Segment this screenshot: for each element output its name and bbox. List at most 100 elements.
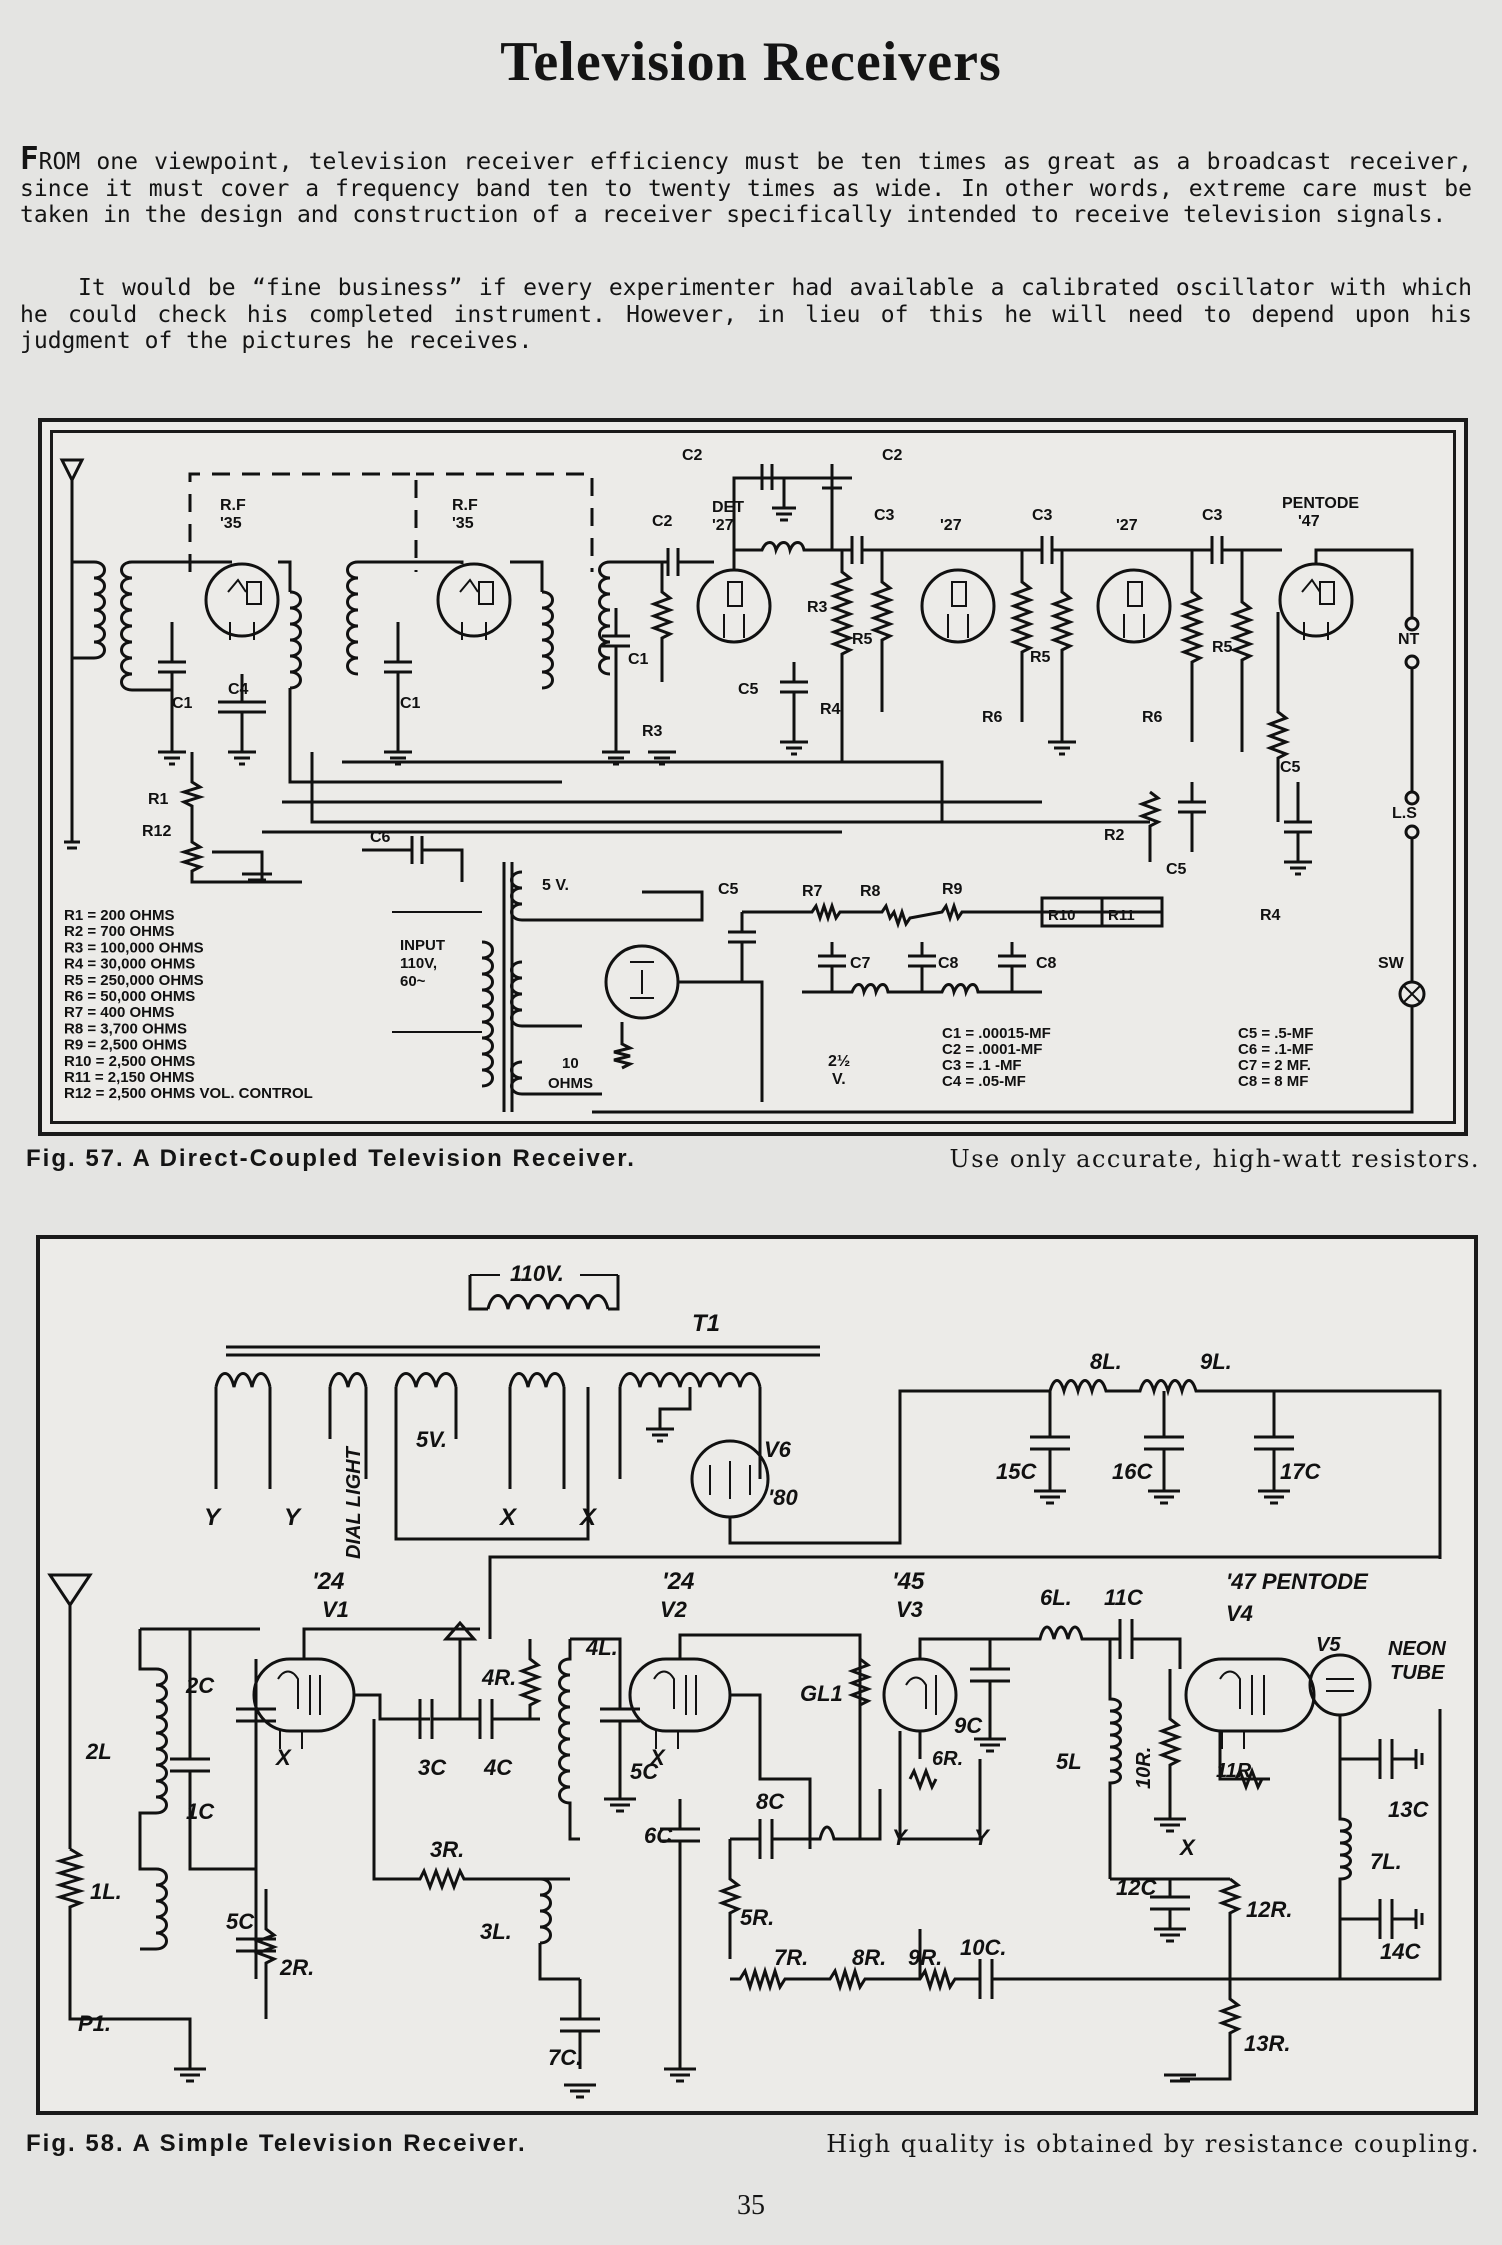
fig58-5v-label: 5V. — [416, 1427, 447, 1452]
fig57-tube3-type: DET — [712, 499, 744, 516]
fig57-tube6-num: '47 — [1298, 513, 1320, 530]
fig58-80-label: '80 — [768, 1485, 798, 1510]
fig58-v2-label: V2 — [660, 1597, 688, 1622]
fig57-c3c-label: C3 — [1202, 507, 1223, 524]
fig57-c6-label: C6 — [370, 829, 391, 846]
fig58-caption-lead: Fig. 58. A Simple Television Receiver. — [26, 2130, 527, 2157]
fig57-c2a-label: C2 — [652, 513, 673, 530]
legend-entry: C8 = 8 MF — [1238, 1073, 1308, 1090]
neon-tube-icon — [1308, 1653, 1372, 1717]
page-title: Television Receivers — [500, 31, 1002, 93]
fig57-tube6-type: PENTODE — [1282, 495, 1359, 512]
fig58-6l-label: 6L. — [1040, 1585, 1072, 1610]
tube-v2-icon — [628, 1657, 732, 1749]
fig58-8l-label: 8L. — [1090, 1349, 1122, 1374]
fig57-c4-label: C4 — [228, 681, 249, 698]
tube-v6-icon — [690, 1439, 770, 1519]
fig57-5v-label: 5 V. — [542, 877, 569, 894]
fig57-r6a-label: R6 — [982, 709, 1003, 726]
fig58-y1-label: Y — [204, 1504, 222, 1531]
fig58-7r-label: 7R. — [774, 1945, 808, 1970]
legend-entry: C6 = .1-MF — [1238, 1041, 1313, 1058]
fig58-x4-label: X — [648, 1745, 666, 1770]
fig58-4c-label: 4C — [483, 1755, 513, 1780]
fig58-9c-label: 9C — [954, 1713, 983, 1738]
fig57-r5b-label: R5 — [1030, 649, 1051, 666]
fig58-x5-label: X — [1178, 1835, 1196, 1860]
fig57-c7a-label: C7 — [850, 955, 871, 972]
fig58-24b-label: '24 — [662, 1568, 694, 1595]
fig58-x2-label: X — [578, 1504, 598, 1531]
fig58-5r-label: 5R. — [740, 1905, 774, 1930]
fig57-c5c-label: C5 — [1166, 861, 1187, 878]
drop-cap: F — [20, 141, 39, 177]
fig57-ls-label: L.S — [1392, 805, 1417, 822]
fig57-tube2-num: '35 — [452, 515, 474, 532]
fig57-v-label: V. — [832, 1071, 846, 1088]
fig57-r8-label: R8 — [860, 883, 881, 900]
fig58-13r-label: 13R. — [1244, 2031, 1290, 2056]
fig58-7c-label: 7C. — [548, 2045, 582, 2070]
fig58-45-label: '45 — [892, 1568, 925, 1595]
tube-detector-icon — [696, 568, 772, 644]
page-number: 35 — [737, 2190, 765, 2221]
legend-entry: R4 = 30,000 OHMS — [64, 956, 195, 973]
fig58-17c-label: 17C — [1280, 1459, 1321, 1484]
legend-entry: R1 = 200 OHMS — [64, 907, 174, 924]
fig57-c5b-label: C5 — [1280, 759, 1301, 776]
fig57-tube3-num: '27 — [712, 517, 734, 534]
fig57-nt-label: NT — [1398, 631, 1420, 648]
fig58-5l-label: 5L — [1056, 1749, 1082, 1774]
fig57-c3b-label: C3 — [1032, 507, 1053, 524]
fig58-tube-label: TUBE — [1390, 1662, 1445, 1684]
fig58-v1-label: V1 — [322, 1597, 349, 1622]
fig58-gl1-label: GL1 — [800, 1681, 843, 1706]
intro-paragraph-1: FROM one viewpoint, television receiver … — [20, 144, 1472, 229]
fig57-c1b-label: C1 — [400, 695, 421, 712]
fig57-tube1-type: R.F — [220, 497, 246, 514]
legend-entry: C4 = .05-MF — [942, 1073, 1026, 1090]
fig58-dial-light-label: DIAL LIGHT — [343, 1445, 365, 1559]
fig57-r10-label: R10 — [1048, 907, 1076, 924]
legend-entry: C5 = .5-MF — [1238, 1025, 1313, 1042]
legend-entry: R3 = 100,000 OHMS — [64, 939, 204, 956]
legend-entry: C1 = .00015-MF — [942, 1025, 1051, 1042]
fig58-13c-label: 13C — [1388, 1797, 1429, 1822]
fig57-c8a-label: C8 — [938, 955, 959, 972]
fig57-c1a-label: C1 — [172, 695, 193, 712]
legend-entry: R10 = 2,500 OHMS — [64, 1053, 195, 1070]
fig57-input-label-2: 110V, — [400, 955, 437, 972]
fig58-x1-label: X — [498, 1504, 518, 1531]
fig58-schematic: 110V. T1 Y Y DIAL LIGHT 5V. X X V6 '80 8… — [36, 1235, 1478, 2115]
fig58-v4-label: V4 — [1226, 1601, 1253, 1626]
legend-entry: R8 = 3,700 OHMS — [64, 1020, 187, 1037]
fig57-c1c-label: C1 — [628, 651, 649, 668]
fig58-caption: Fig. 58. A Simple Television Receiver. H… — [26, 2130, 1480, 2158]
fig57-r5a-label: R5 — [852, 631, 873, 648]
fig57-c8b-label: C8 — [1036, 955, 1057, 972]
intro-paragraph-2: It would be “fine business” if every exp… — [20, 275, 1472, 354]
fig58-1c-label: 1C — [186, 1799, 215, 1824]
fig58-y3-label: Y — [892, 1825, 909, 1850]
fig58-v5-label: V5 — [1316, 1634, 1341, 1656]
fig57-r3a-label: R3 — [642, 723, 663, 740]
fig58-24a-label: '24 — [312, 1568, 344, 1595]
fig57-caption-rest: Use only accurate, high-watt resistors. — [949, 1145, 1480, 1173]
fig57-r4b-label: R4 — [1260, 907, 1281, 924]
tube-pentode-icon — [1278, 562, 1354, 640]
legend-entry: R7 = 400 OHMS — [64, 1004, 174, 1021]
legend-entry: R2 = 700 OHMS — [64, 923, 174, 940]
fig57-r12-label: R12 — [142, 823, 171, 840]
fig58-7l-label: 7L. — [1370, 1849, 1402, 1874]
fig57-c5a-label: C5 — [738, 681, 759, 698]
legend-entry: R9 = 2,500 OHMS — [64, 1037, 187, 1054]
rectifier-tube-icon — [604, 944, 680, 1020]
fig58-8r-label: 8R. — [852, 1945, 886, 1970]
fig58-2r-label: 2R. — [279, 1955, 314, 1980]
tube-v3-icon — [882, 1657, 958, 1733]
fig57-r7-label: R7 — [802, 883, 823, 900]
fig57-tube4-num: '27 — [940, 517, 962, 534]
